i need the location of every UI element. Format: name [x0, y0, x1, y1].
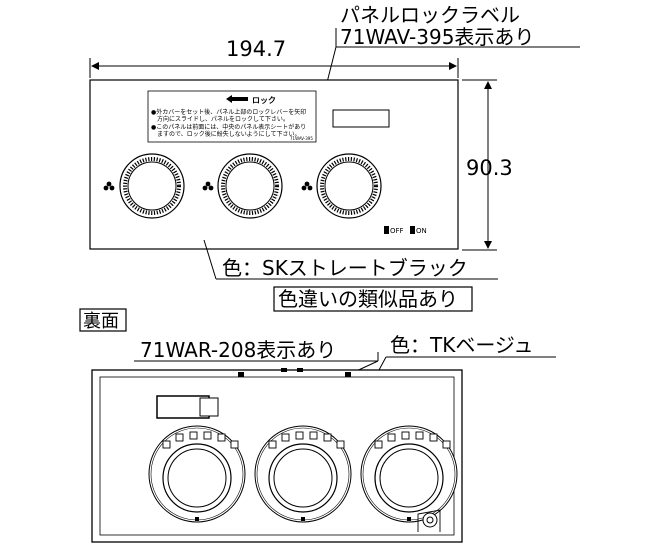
clip — [238, 372, 244, 377]
panel-lock-label-title: パネルロックラベル — [340, 3, 520, 27]
switch-off-label: OFF — [390, 227, 404, 235]
back-color-callout: 色：TKベージュ — [371, 333, 556, 384]
knob-center — [217, 153, 283, 219]
front-panel: ロック ●外カバーをセット後、パネル上部のロックレバーを矢印 方向にスライドし、… — [89, 79, 459, 250]
burner-symbol-icon — [103, 181, 115, 191]
lock-label-line-1: ●外カバーをセット後、パネル上部のロックレバーを矢印 — [151, 108, 306, 116]
marker — [407, 517, 411, 521]
display-window — [332, 109, 390, 128]
arrow-left-icon — [226, 95, 248, 103]
screw-boss — [417, 509, 441, 532]
switch-on-label: ON — [416, 227, 427, 235]
width-value: 194.7 — [226, 37, 286, 61]
off-on-switch: OFF ON — [384, 226, 427, 235]
back-color-label: 色：TKベージュ — [390, 333, 534, 357]
ring-tabs-left — [162, 431, 239, 449]
clip — [281, 368, 287, 372]
back-panel — [91, 368, 463, 543]
lock-label-line-4: ますので、ロック後に紛失しないようにして下さい。 — [151, 130, 300, 138]
ring-tabs-center — [268, 431, 345, 449]
lock-label-line-3: ●このパネルは前面には、中央のパネル表示シートがあり — [151, 123, 306, 131]
lock-lever — [156, 395, 219, 419]
back-side-label: 裏面 — [83, 311, 119, 332]
burner-symbol-icon — [202, 181, 214, 191]
knob-right — [316, 153, 382, 219]
marker — [195, 517, 199, 521]
ring-tabs-right — [374, 431, 451, 449]
clip — [297, 368, 303, 372]
panel-lock-callout: パネルロックラベル 71WAV-395表示あり — [317, 3, 580, 119]
front-color-label: 色：SKストレートブラック — [222, 256, 468, 280]
lock-arrow-text: ロック — [252, 95, 276, 105]
back-knob-right — [360, 425, 458, 523]
lock-label-line-2: 方向にスライドし、パネルをロックして下さい。 — [151, 115, 289, 123]
knob-left — [119, 153, 185, 219]
height-value: 90.3 — [466, 156, 513, 180]
similar-note-box: 色違いの類似品あり — [273, 286, 473, 312]
front-color-callout: 色：SKストレートブラック — [203, 239, 498, 280]
height-dimension: 90.3 — [462, 79, 513, 251]
similar-note-label: 色違いの類似品あり — [278, 287, 458, 311]
width-dimension: 194.7 — [89, 37, 459, 78]
lock-label-sticker: ロック ●外カバーをセット後、パネル上部のロックレバーを矢印 方向にスライドし、… — [147, 90, 317, 143]
back-knob-center — [254, 425, 352, 523]
burner-symbol-icon — [301, 181, 313, 191]
marker — [301, 517, 305, 521]
back-knob-left — [148, 425, 246, 523]
back-side-tag: 裏面 — [79, 308, 127, 332]
panel-lock-label-part-no: 71WAV-395表示あり — [340, 25, 534, 49]
clip — [345, 372, 351, 377]
back-part-callout: 71WAR-208表示あり — [134, 338, 379, 406]
back-part-no-label: 71WAR-208表示あり — [140, 338, 336, 362]
lock-label-code: 71WAV-395 — [290, 136, 313, 141]
